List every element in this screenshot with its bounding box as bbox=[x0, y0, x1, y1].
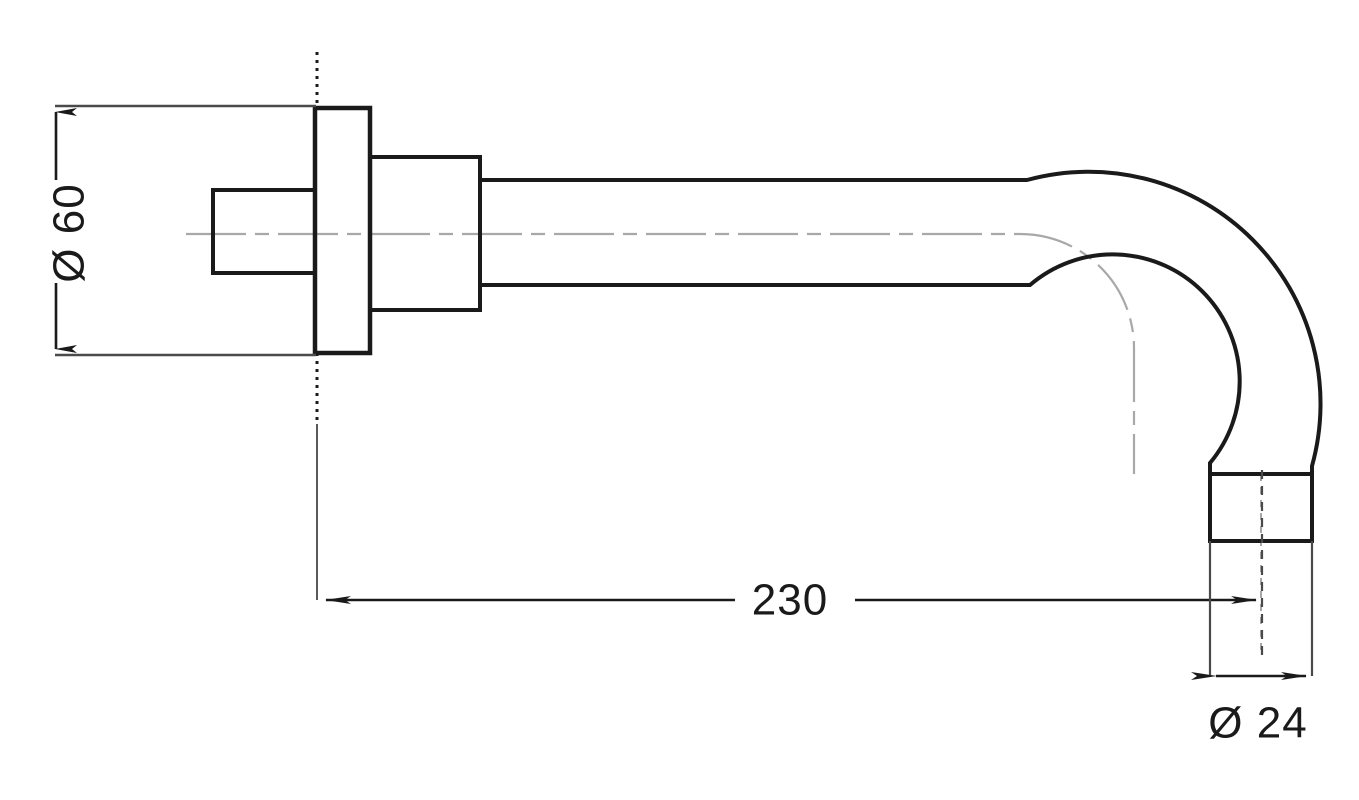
escutcheon-flange-outline bbox=[312, 105, 373, 356]
dim24-label: Ø 24 bbox=[1208, 699, 1307, 748]
spout-hub-outline bbox=[370, 155, 482, 312]
dim60-label: Ø 60 bbox=[45, 183, 94, 282]
dimension-outlet-diameter: Ø 24 bbox=[1191, 541, 1314, 748]
spout-body bbox=[480, 169, 1323, 474]
spout-inner-profile bbox=[480, 252, 1242, 474]
escutcheon-flange bbox=[312, 105, 373, 356]
axis-centerline-group bbox=[186, 232, 1262, 655]
dimension-projection-length: 230 bbox=[325, 470, 1264, 655]
dimension-flange-diameter: Ø 60 bbox=[45, 104, 316, 357]
spout-hub bbox=[370, 155, 482, 312]
spout-outer-profile bbox=[480, 169, 1323, 474]
inlet-spigot bbox=[211, 188, 317, 275]
axis-centerline-arc bbox=[1019, 232, 1136, 349]
dim230-label: 230 bbox=[752, 576, 828, 625]
inlet-spigot-outline bbox=[211, 188, 317, 275]
